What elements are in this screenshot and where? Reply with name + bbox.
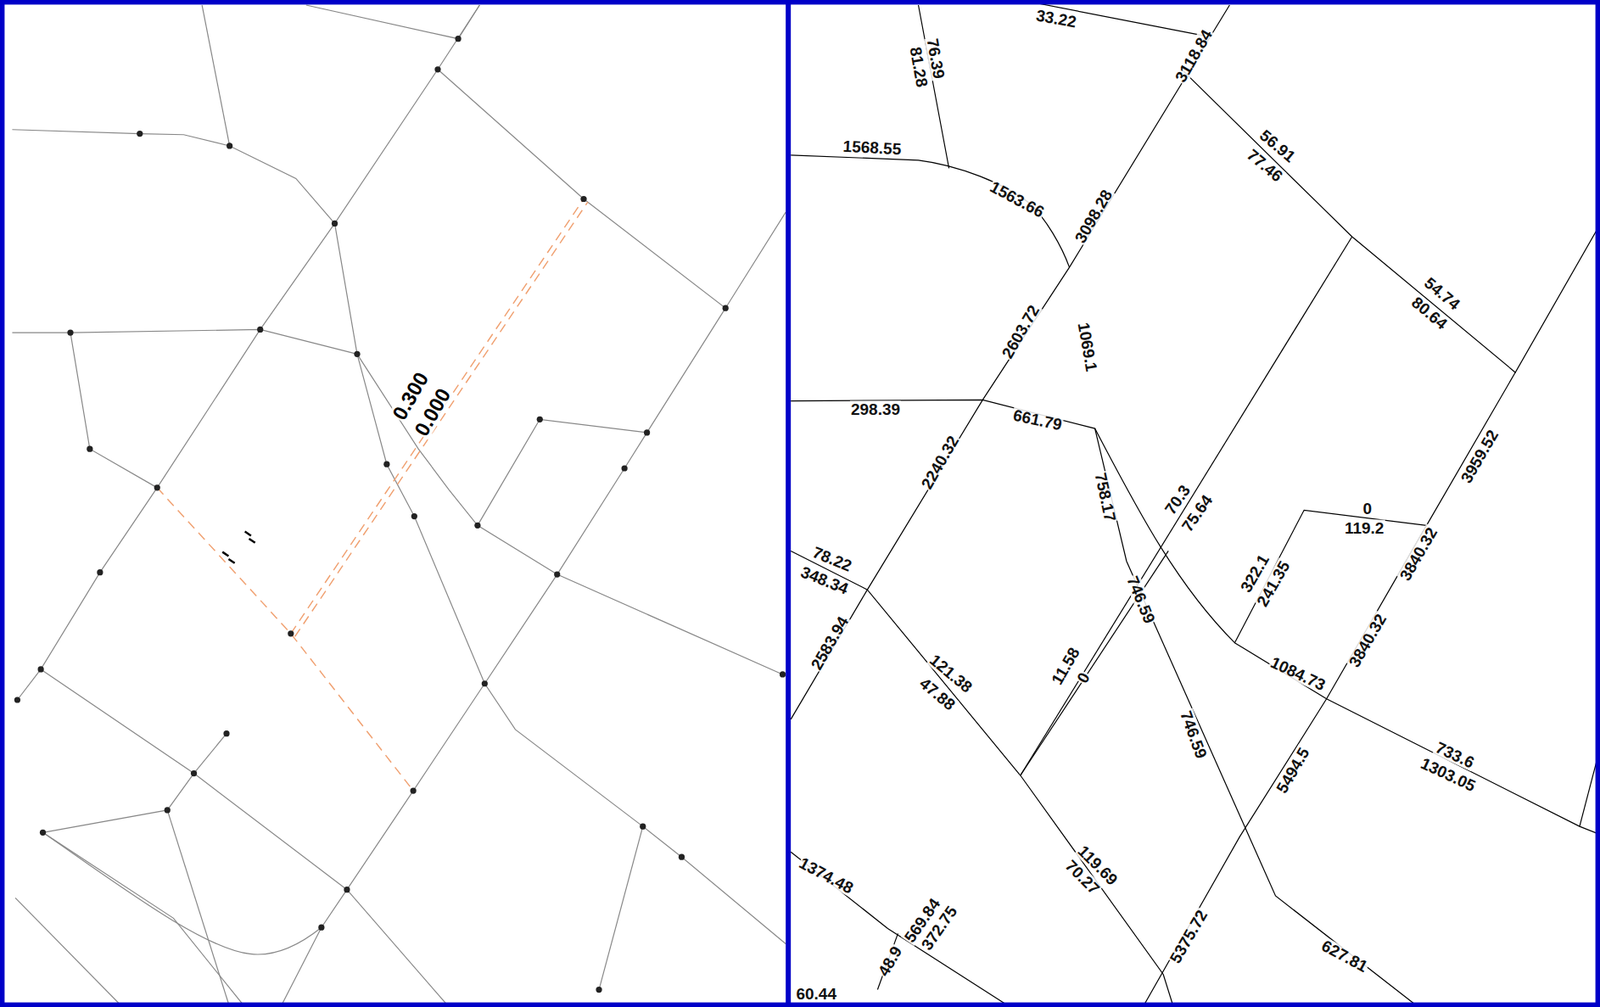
segment-value: 1563.66 <box>987 178 1048 221</box>
segment-value: 627.81 <box>1318 936 1371 975</box>
segment-value: 3840.32 <box>1345 610 1390 672</box>
segment-value: 1568.55 <box>842 138 904 158</box>
segment-value: 2583.94 <box>807 612 852 673</box>
segment-value: 3098.28 <box>1072 186 1117 247</box>
segment-value: 1374.48 <box>796 854 857 897</box>
segment-value: 5494.5 <box>1273 744 1314 797</box>
segment-value: 60.44 <box>794 984 838 1002</box>
tick-marks <box>222 531 255 564</box>
left-roads <box>11 5 786 1007</box>
selected-route <box>156 199 588 792</box>
segment-value: 3840.32 <box>1396 524 1441 585</box>
segment-value: 1069.1 <box>1075 320 1101 375</box>
right-roads <box>790 0 1600 1007</box>
road-nodes <box>14 35 786 993</box>
segment-value: 1084.73 <box>1267 653 1329 694</box>
segment-value: 746.59 <box>1177 707 1210 761</box>
segment-value: 746.59 <box>1124 573 1159 627</box>
segment-value: 3118.84 <box>1172 26 1216 86</box>
segment-value: 2240.32 <box>917 431 963 493</box>
segment-value: 0 <box>1361 499 1373 516</box>
segment-value: 0 <box>1074 668 1094 686</box>
segment-value: 3959.52 <box>1457 425 1502 487</box>
segment-value: 2603.72 <box>998 301 1043 362</box>
segment-value: 5375.72 <box>1166 906 1211 968</box>
segment-value: 298.39 <box>850 401 901 418</box>
segment-value: 758.17 <box>1091 469 1119 524</box>
segment-value: 33.22 <box>1034 6 1079 30</box>
segment-value: 119.2 <box>1343 519 1386 536</box>
segment-value: 11.58 <box>1047 644 1083 689</box>
segment-value: 48.9 <box>874 942 906 980</box>
segment-value: 661.79 <box>1011 407 1065 434</box>
